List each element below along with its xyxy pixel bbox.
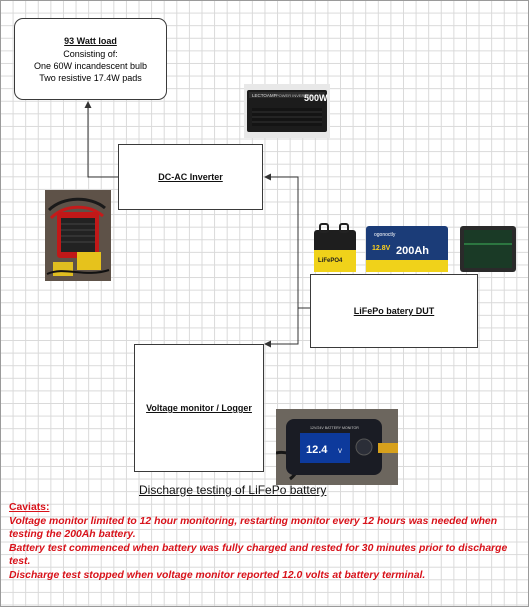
logger-box: Voltage monitor / Logger — [134, 344, 264, 472]
monitor-photo-heading: 12V/24V BATTERY MONITOR — [310, 426, 359, 430]
inverter-photo-rating: 500W — [304, 93, 328, 103]
caveat-item: Battery test commenced when battery was … — [9, 542, 508, 568]
load-line-1: Consisting of: — [63, 48, 118, 59]
monitor-photo: 12V/24V BATTERY MONITOR 12.4 V — [276, 409, 398, 485]
battery-to-logger-arrow — [264, 308, 299, 348]
battery-small-chem: LiFePO4 — [318, 258, 343, 264]
load-line-3: Two resistive 17.4W pads — [39, 72, 142, 83]
load-title: 93 Watt load — [64, 35, 117, 46]
battery-photo-voltage: 12.8V — [372, 245, 391, 252]
inverter-to-load-arrow — [84, 101, 118, 178]
monitor-photo-unit: V — [338, 449, 342, 455]
caveats-section: Caviats: Voltage monitor limited to 12 h… — [9, 501, 524, 583]
battery-photo-brand: ogonoctly — [374, 232, 396, 238]
monitor-photo-reading: 12.4 — [306, 444, 328, 456]
battery-to-inverter-arrow — [264, 173, 310, 309]
diagram-title: Discharge testing of LiFePo battery — [139, 483, 327, 497]
inverter-photo-label: POWER INVERTER — [276, 93, 312, 98]
battery-photo-capacity: 200Ah — [396, 245, 429, 257]
battery-box: LiFePo batery DUT — [310, 274, 478, 348]
load-line-2: One 60W incandescent bulb — [33, 60, 148, 71]
logger-label: Voltage monitor / Logger — [146, 403, 252, 413]
caveat-item: Discharge test stopped when voltage moni… — [9, 569, 426, 581]
battery-label: LiFePo batery DUT — [353, 306, 435, 316]
battery-photos: LiFePO4 ogonoctly 12.8V 200Ah — [312, 220, 517, 274]
load-box: 93 Watt load Consisting of: One 60W inca… — [14, 18, 167, 100]
inverter-photo-brand: LECTOAMP — [252, 93, 277, 98]
inverter-photo: LECTOAMP POWER INVERTER 500W — [244, 84, 330, 138]
caveats-heading: Caviats: — [9, 502, 50, 513]
inverter-label: DC-AC Inverter — [158, 172, 223, 182]
caveat-item: Voltage monitor limited to 12 hour monit… — [9, 515, 498, 541]
inverter-box: DC-AC Inverter — [118, 144, 263, 210]
red-inverter-photo — [45, 190, 111, 281]
